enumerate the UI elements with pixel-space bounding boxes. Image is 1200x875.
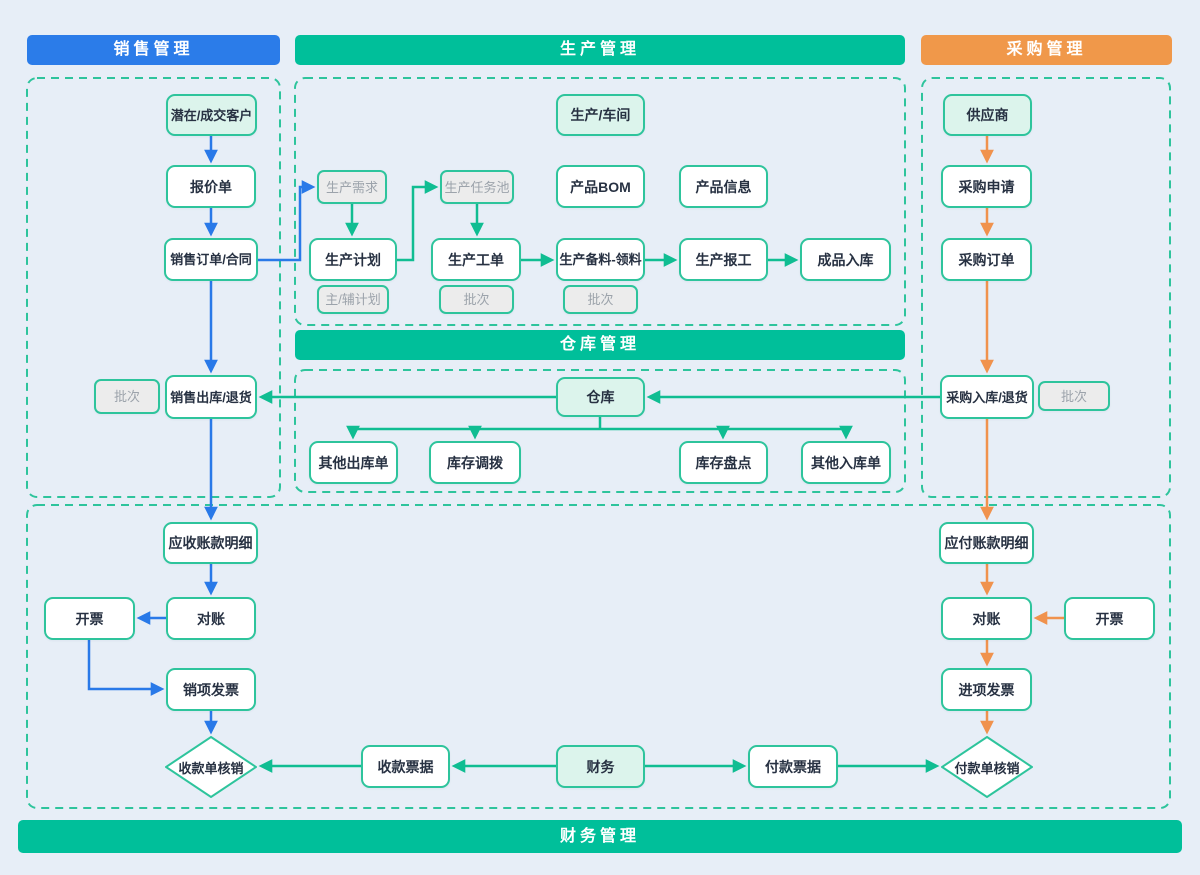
- node-sales-batch: 批次: [94, 379, 160, 414]
- node-purchase-in: 采购入库/退货: [940, 375, 1034, 419]
- node-prod-demand: 生产需求: [317, 170, 387, 204]
- node-sales-invoice: 销项发票: [166, 668, 256, 711]
- node-task-pool: 生产任务池: [440, 170, 514, 204]
- container-procurement: [921, 77, 1171, 498]
- node-work-order: 生产工单: [431, 238, 521, 281]
- node-material: 生产备料-领料: [556, 238, 645, 281]
- node-purchase-request: 采购申请: [941, 165, 1032, 208]
- node-customer: 潜在/成交客户: [166, 94, 257, 136]
- node-sales-out: 销售出库/退货: [165, 375, 257, 419]
- container-sales: [26, 77, 281, 498]
- node-prod-plan: 生产计划: [309, 238, 397, 281]
- node-input-invoice: 进项发票: [941, 668, 1032, 711]
- node-invoice-right: 开票: [1064, 597, 1155, 640]
- node-warehouse: 仓库: [556, 377, 645, 417]
- node-quote: 报价单: [166, 165, 256, 208]
- node-bom: 产品BOM: [556, 165, 645, 208]
- header-warehouse-management: 仓库管理: [295, 330, 905, 360]
- node-batch-work-order: 批次: [439, 285, 514, 314]
- node-payment-verify: 付款单核销: [941, 736, 1033, 798]
- header-finance-management: 财务管理: [18, 820, 1182, 853]
- node-sub-plan: 主/辅计划: [317, 285, 389, 314]
- node-purchase-order: 采购订单: [941, 238, 1032, 281]
- diamond-label: 收款单核销: [178, 760, 244, 776]
- node-stocktake: 库存盘点: [679, 441, 768, 484]
- node-receipt-verify: 收款单核销: [165, 736, 257, 798]
- diamond-label: 付款单核销: [954, 760, 1020, 776]
- node-prod-report: 生产报工: [679, 238, 768, 281]
- node-workshop: 生产/车间: [556, 94, 645, 136]
- node-finished-in: 成品入库: [800, 238, 891, 281]
- header-sales-management: 销售管理: [27, 35, 280, 65]
- node-receipt-note: 收款票据: [361, 745, 450, 788]
- node-invoice-left: 开票: [44, 597, 135, 640]
- diamond-shape: [941, 736, 1033, 798]
- header-procurement-management: 采购管理: [921, 35, 1172, 65]
- node-reconcile-right: 对账: [941, 597, 1032, 640]
- node-payment-note: 付款票据: [748, 745, 838, 788]
- node-supplier: 供应商: [943, 94, 1032, 136]
- diamond-shape: [165, 736, 257, 798]
- node-finance: 财务: [556, 745, 645, 788]
- node-reconcile-left: 对账: [166, 597, 256, 640]
- node-transfer: 库存调拨: [429, 441, 521, 484]
- node-product-info: 产品信息: [679, 165, 768, 208]
- node-ar-detail: 应收账款明细: [163, 522, 258, 564]
- header-production-management: 生产管理: [295, 35, 905, 65]
- node-other-in: 其他入库单: [801, 441, 891, 484]
- node-batch-material: 批次: [563, 285, 638, 314]
- node-ap-detail: 应付账款明细: [939, 522, 1034, 564]
- node-sales-order: 销售订单/合同: [164, 238, 258, 281]
- node-purchase-batch: 批次: [1038, 381, 1110, 411]
- node-other-out: 其他出库单: [309, 441, 398, 484]
